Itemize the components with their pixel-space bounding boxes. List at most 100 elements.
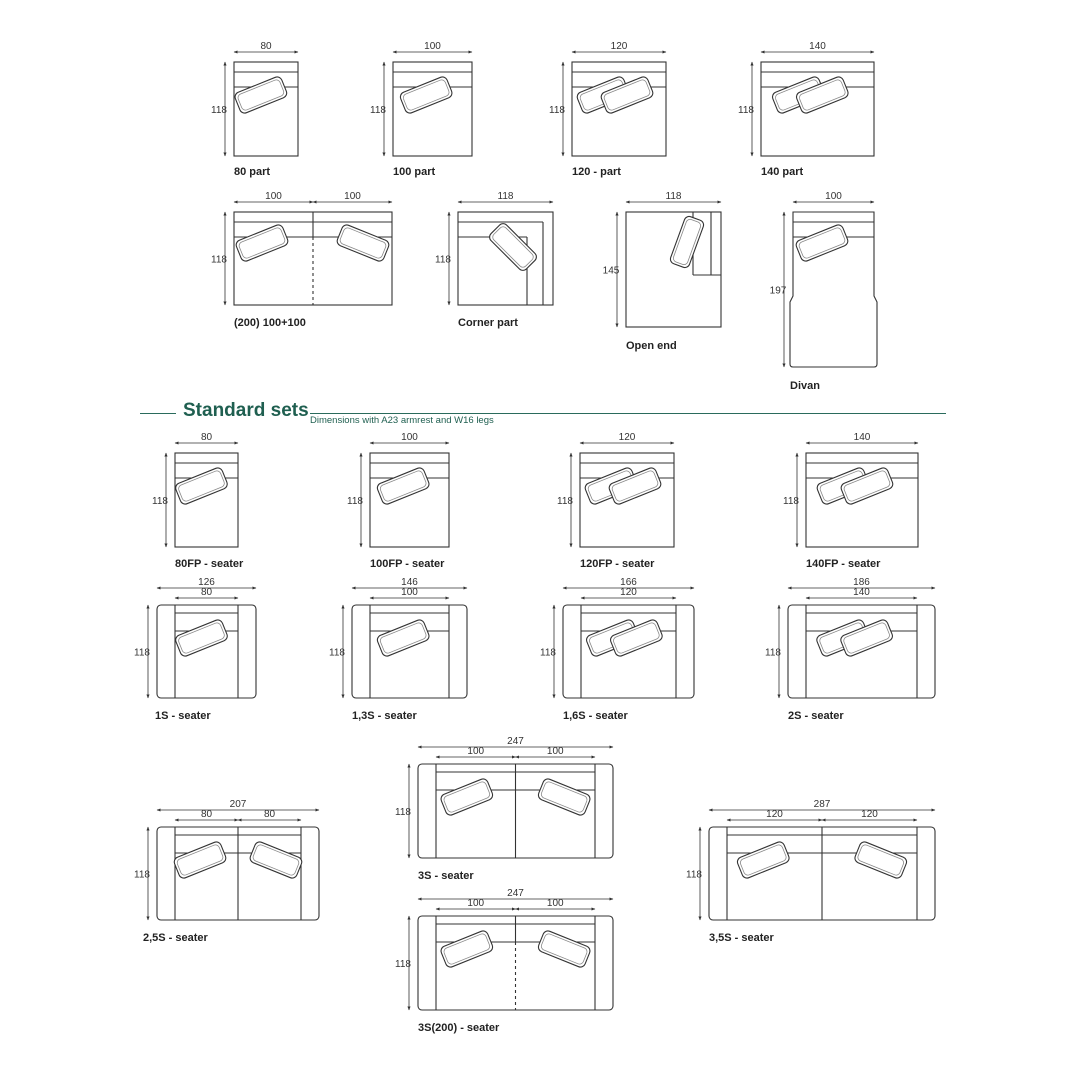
width-dimension-label: 120 [861, 809, 878, 820]
module-outline [351, 604, 468, 699]
module-label: 100FP - seater [370, 558, 445, 570]
height-dimension-label: 118 [549, 105, 565, 116]
cushion-outline [610, 619, 663, 657]
cushion-outline [840, 467, 894, 505]
height-dimension-label: 118 [370, 105, 386, 116]
module-label: 3,5S - seater [709, 932, 775, 944]
cushion-icon [854, 841, 908, 879]
height-dimension-label: 118 [435, 255, 451, 266]
cushion-icon [175, 619, 228, 657]
height-dimension-label: 118 [329, 648, 345, 659]
cushion-inner-seam [443, 781, 491, 813]
cushion-inner-seam [339, 227, 387, 259]
height-dimension-label: 118 [557, 496, 573, 507]
module-outline [760, 61, 875, 157]
cushion-outline [235, 224, 289, 262]
cushion-icon [249, 841, 303, 879]
cushion-outline [489, 223, 537, 271]
cushion-inner-seam [237, 79, 285, 111]
cushion-inner-seam [857, 844, 904, 876]
cushion-inner-seam [611, 470, 659, 502]
module-label: Divan [790, 380, 820, 392]
cushion-inner-seam [176, 844, 224, 876]
module-outline [787, 604, 936, 699]
module-label: 2S - seater [788, 710, 844, 722]
height-dimension-label: 118 [211, 255, 227, 266]
cushion-icon [736, 841, 790, 879]
width-dimension-label: 100 [547, 746, 564, 757]
cushion-icon [840, 619, 893, 657]
cushion-icon [669, 215, 705, 269]
height-dimension-label: 145 [603, 266, 620, 277]
module-outline [571, 61, 667, 157]
module-outline [233, 61, 299, 157]
height-dimension-label: 118 [134, 870, 150, 881]
width-dimension-label: 100 [424, 41, 441, 52]
cushion-icon [840, 467, 894, 505]
cushion-outline [537, 778, 591, 816]
module-label: 80FP - seater [175, 558, 244, 570]
width-dimension-label: 80 [260, 41, 272, 52]
cushion-inner-seam [540, 933, 588, 965]
cushion-icon [537, 930, 591, 968]
height-dimension-label: 118 [152, 496, 168, 507]
module-outline [805, 452, 919, 548]
cushion-inner-seam [798, 227, 846, 259]
cushion-outline [600, 76, 654, 114]
cushion-icon [608, 467, 662, 505]
width-dimension-label: 146 [401, 577, 418, 588]
width-dimension-label: 126 [198, 577, 215, 588]
cushion-outline [336, 224, 390, 262]
cushion-icon [234, 76, 288, 114]
cushion-inner-seam [613, 622, 660, 654]
module-label: 3S - seater [418, 870, 474, 882]
width-dimension-label: 287 [814, 799, 831, 810]
height-dimension-label: 118 [134, 648, 150, 659]
height-dimension-label: 118 [347, 496, 363, 507]
cushion-icon [610, 619, 663, 657]
cushion-icon [440, 778, 494, 816]
height-dimension-label: 118 [395, 959, 411, 970]
module-outline [457, 211, 554, 306]
module-outline [789, 211, 878, 368]
cushion-icon [175, 467, 228, 505]
cushion-outline [608, 467, 662, 505]
module-label: Corner part [458, 317, 518, 329]
width-dimension-label: 80 [264, 809, 276, 820]
module-outline [562, 604, 695, 699]
cushion-outline [854, 841, 908, 879]
width-dimension-label: 120 [611, 41, 628, 52]
module-label: 3S(200) - seater [418, 1022, 500, 1034]
width-dimension-label: 100 [265, 191, 282, 202]
width-dimension-label: 80 [201, 587, 213, 598]
cushion-inner-seam [603, 79, 651, 111]
cushion-outline [376, 619, 430, 657]
part-100: 100 118 100 part [370, 41, 473, 178]
cushion-outline [399, 76, 453, 114]
cushion-outline [736, 841, 790, 879]
cushion-outline [173, 841, 227, 879]
width-dimension-label: 100 [467, 898, 484, 909]
cushion-icon [795, 76, 849, 114]
module-label: 100 part [393, 166, 436, 178]
cushion-icon [336, 224, 390, 262]
cushion-inner-seam [492, 226, 534, 268]
width-dimension-label: 140 [853, 587, 870, 598]
module-label: 120 - part [572, 166, 621, 178]
module-label: 80 part [234, 166, 270, 178]
cushion-inner-seam [379, 470, 427, 502]
module-label: 1S - seater [155, 710, 211, 722]
